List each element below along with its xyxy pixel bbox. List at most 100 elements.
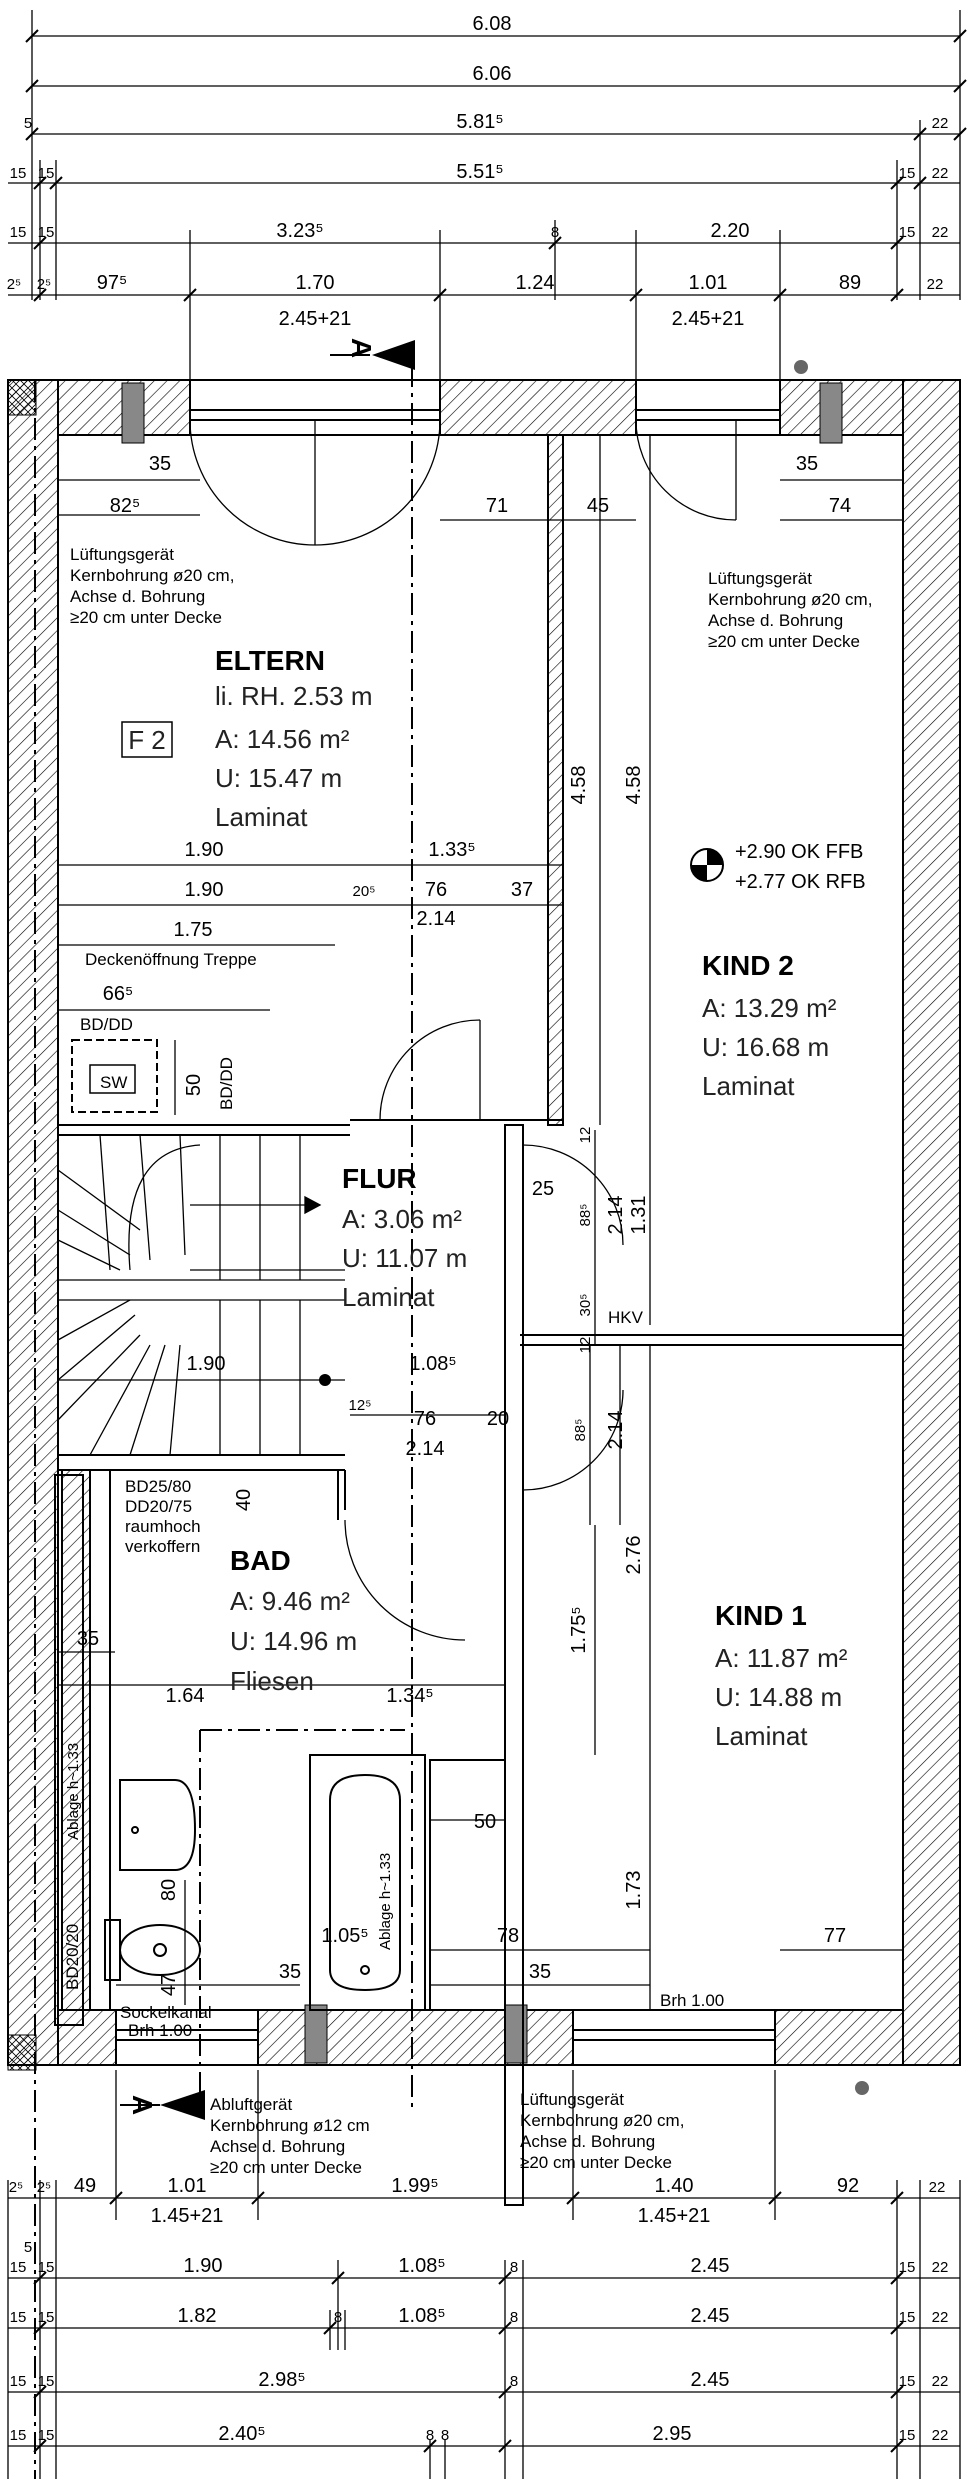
corner-marker-bottom: [855, 2081, 869, 2095]
outer-walls: [7, 379, 961, 2071]
dim-top-4d: 15: [899, 165, 916, 182]
doors: [189, 419, 737, 1641]
room-area-bad: A: 9.46 m²: [230, 1586, 350, 1616]
svg-text:≥20 cm unter Decke: ≥20 cm unter Decke: [210, 2158, 362, 2177]
svg-text:15: 15: [10, 2309, 27, 2326]
dim-45: 45: [587, 495, 609, 517]
dim-20b: 20: [487, 1408, 509, 1430]
svg-text:≥20 cm unter Decke: ≥20 cm unter Decke: [520, 2153, 672, 2172]
dim-opening-top-left: 2.45+21: [279, 308, 352, 330]
dim-190b: 1.90: [185, 879, 224, 901]
dim-top-5a: 15: [10, 224, 27, 241]
note-stair-opening: Deckenöffnung Treppe: [85, 950, 257, 969]
dim-78: 78: [497, 1925, 519, 1947]
dim-35e: 35: [529, 1961, 551, 1983]
dim-214c: 2.14: [406, 1438, 445, 1460]
note-vent-bottom: Lüftungsgerät Kernbohrung ø20 cm, Achse …: [520, 2090, 684, 2172]
svg-text:1.90: 1.90: [184, 2255, 223, 2277]
dim-134: 1.34⁵: [386, 1685, 433, 1707]
svg-text:2.98⁵: 2.98⁵: [258, 2369, 305, 2391]
room-floor-eltern: Laminat: [215, 802, 308, 832]
svg-text:1.45+21: 1.45+21: [638, 2205, 711, 2227]
svg-text:2.45: 2.45: [691, 2305, 730, 2327]
note-bd20: BD20/20: [63, 1924, 82, 1990]
svg-text:Kernbohrung ø20 cm,: Kernbohrung ø20 cm,: [708, 590, 872, 609]
note-bd-dd-vertical: BD/DD: [217, 1057, 236, 1110]
svg-text:22: 22: [929, 2179, 946, 2196]
dim-214d: 2.14: [605, 1411, 627, 1450]
room-kind2: KIND 2 A: 13.29 m² U: 16.68 m Laminat: [702, 950, 837, 1101]
dim-opening-top-right: 2.45+21: [672, 308, 745, 330]
svg-text:8: 8: [441, 2427, 449, 2444]
svg-text:1.82: 1.82: [178, 2305, 217, 2327]
inner-wall-outlines: [57, 434, 904, 2011]
dim-35c: 35: [77, 1628, 99, 1650]
bottom-dimension-labels: 2⁵ 2⁵ 49 1.01 1.99⁵ 1.40 92 22 1.45+21 1…: [9, 2175, 949, 2445]
svg-text:raumhoch: raumhoch: [125, 1517, 201, 1536]
section-label-top: A: [346, 338, 377, 358]
note-brh-left: Brh 1.00: [128, 2021, 192, 2040]
svg-text:Kernbohrung ø20 cm,: Kernbohrung ø20 cm,: [520, 2111, 684, 2130]
dim-top-5c: 3.23⁵: [276, 220, 323, 242]
level-marker-text: +2.90 OK FFB +2.77 OK RFB: [735, 841, 866, 893]
svg-text:2⁵: 2⁵: [9, 2179, 24, 2196]
dim-88b: 88⁵: [572, 1419, 589, 1442]
section-marker-bottom: A: [120, 2090, 205, 2120]
svg-text:Kernbohrung ø20 cm,: Kernbohrung ø20 cm,: [70, 566, 234, 585]
level-marker: [690, 848, 724, 882]
svg-text:15: 15: [899, 2427, 916, 2444]
svg-text:15: 15: [899, 2309, 916, 2326]
dim-top-6f: 1.01: [689, 272, 728, 294]
svg-text:15: 15: [899, 2259, 916, 2276]
dim-175b: 1.75⁵: [568, 1606, 590, 1653]
room-bad: BAD A: 9.46 m² U: 14.96 m Fliesen: [230, 1545, 357, 1696]
section-label-bottom: A: [127, 2095, 158, 2115]
dim-35d: 35: [279, 1961, 301, 1983]
note-sockelkanal: Sockelkanal: [120, 2003, 212, 2022]
top-dimension-labels: 6.08 6.06 5 5.81⁵ 22 15 15 5.51⁵ 15 22 1…: [7, 13, 949, 330]
svg-text:Achse d. Bohrung: Achse d. Bohrung: [520, 2132, 655, 2151]
svg-text:22: 22: [932, 2373, 949, 2390]
svg-text:1.08⁵: 1.08⁵: [398, 2255, 445, 2277]
dim-top-4e: 22: [932, 165, 949, 182]
note-ablage-left: Ablage h~1.33: [65, 1743, 82, 1840]
dim-top-6g: 89: [839, 272, 861, 294]
section-marker-top: A: [330, 338, 415, 370]
dim-top-4b: 15: [38, 165, 55, 182]
dim-276: 2.76: [623, 1536, 645, 1575]
svg-text:15: 15: [10, 2259, 27, 2276]
dim-214a: 2.14: [417, 908, 456, 930]
dim-top-total: 6.08: [473, 13, 512, 35]
svg-text:Kernbohrung ø12 cm: Kernbohrung ø12 cm: [210, 2116, 370, 2135]
room-eltern: ELTERN li. RH. 2.53 m A: 14.56 m² U: 15.…: [121, 645, 373, 832]
dim-190a: 1.90: [185, 839, 224, 861]
svg-text:Achse d. Bohrung: Achse d. Bohrung: [708, 611, 843, 630]
dim-74: 74: [829, 495, 851, 517]
room-name-bad: BAD: [230, 1545, 291, 1576]
dim-458a: 4.58: [568, 766, 590, 805]
room-area-kind1: A: 11.87 m²: [715, 1643, 848, 1673]
svg-text:Lüftungsgerät: Lüftungsgerät: [708, 569, 812, 588]
dim-76a: 76: [425, 879, 447, 901]
svg-text:Lüftungsgerät: Lüftungsgerät: [520, 2090, 624, 2109]
svg-text:15: 15: [38, 2373, 55, 2390]
room-height-eltern: li. RH. 2.53 m: [215, 681, 373, 711]
dim-50b: 50: [474, 1811, 496, 1833]
room-name-eltern: ELTERN: [215, 645, 325, 676]
dim-37: 37: [511, 879, 533, 901]
vent-ducts: [121, 382, 843, 2064]
dim-40: 40: [233, 1489, 255, 1511]
note-bd: BD25/80 DD20/75 raumhoch verkoffern: [125, 1477, 201, 1556]
note-bd-dd: BD/DD: [80, 1015, 133, 1034]
svg-text:49: 49: [74, 2175, 96, 2197]
bottom-dimension-chains: [7, 2070, 961, 2479]
room-kind1: KIND 1 A: 11.87 m² U: 14.88 m Laminat: [715, 1600, 848, 1751]
svg-text:2⁵: 2⁵: [37, 2179, 52, 2196]
room-tag-box: [121, 721, 173, 758]
dim-108: 1.08⁵: [409, 1353, 456, 1375]
dim-35a: 35: [149, 453, 171, 475]
dim-top-5d: 8: [551, 224, 559, 241]
note-vent-right: Lüftungsgerät Kernbohrung ø20 cm, Achse …: [708, 569, 872, 651]
dim-top-6b: 2⁵: [37, 276, 52, 293]
svg-text:1.45+21: 1.45+21: [151, 2205, 224, 2227]
